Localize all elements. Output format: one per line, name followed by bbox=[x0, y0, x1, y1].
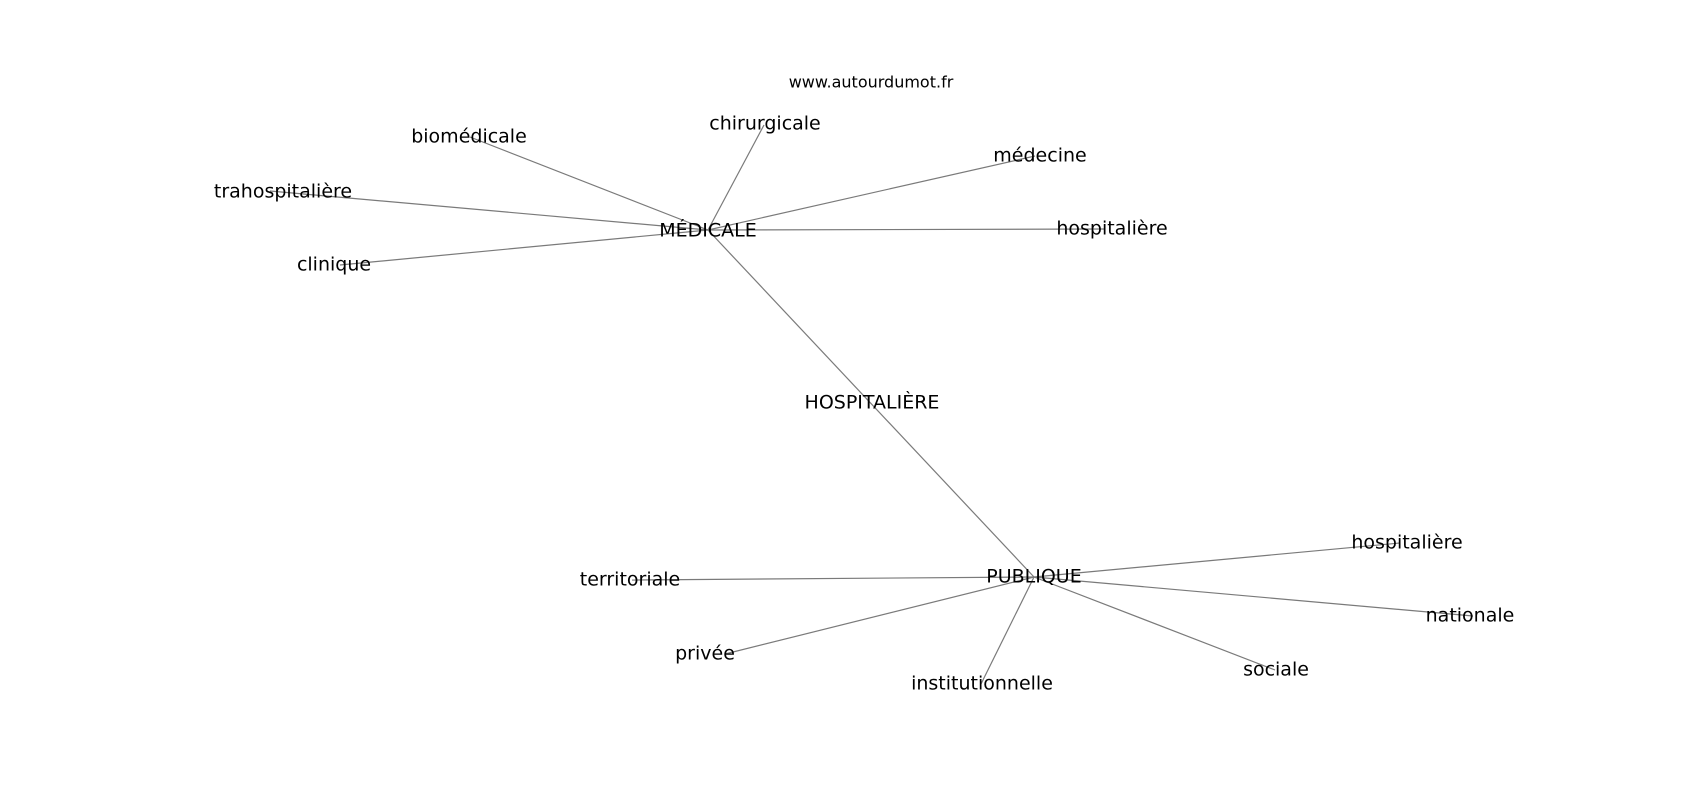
edge-medicale-chirurgicale bbox=[707, 124, 765, 231]
word-institutionnelle: institutionnelle bbox=[911, 673, 1053, 695]
edge-medicale-trahospitaliere bbox=[269, 190, 709, 231]
word-biomedicale: biomédicale bbox=[411, 126, 527, 148]
edge-publique-hospitaliere bbox=[1033, 542, 1401, 578]
hub-publique: PUBLIQUE bbox=[986, 566, 1081, 588]
edge-medicale-medecine bbox=[707, 155, 1036, 231]
edge-publique-privee bbox=[724, 576, 1035, 655]
word-sociale: sociale bbox=[1243, 659, 1309, 681]
word-territoriale: territoriale bbox=[580, 569, 680, 591]
edge-publique-nationale bbox=[1033, 576, 1474, 617]
edge-publique-territoriale bbox=[631, 576, 1035, 581]
word-trahospitaliere: trahospitalière bbox=[214, 181, 352, 203]
edge-medicale-publique bbox=[707, 229, 1035, 578]
edge-publique-institutionnelle bbox=[980, 576, 1035, 685]
edge-publique-sociale bbox=[1033, 576, 1276, 671]
word-clinique: clinique bbox=[297, 254, 371, 276]
word-privee: privée bbox=[675, 643, 735, 665]
word-hospitaliere-publique: hospitalière bbox=[1351, 532, 1462, 554]
edge-medicale-biomedicale bbox=[469, 136, 709, 231]
edge-medicale-hospitaliere bbox=[707, 228, 1106, 231]
edge-medicale-clinique bbox=[339, 229, 709, 266]
word-nationale: nationale bbox=[1426, 605, 1515, 627]
hub-medicale: MÉDICALE bbox=[659, 219, 757, 242]
center-word: HOSPITALIÈRE bbox=[805, 391, 940, 414]
word-hospitaliere-medicale: hospitalière bbox=[1056, 218, 1167, 240]
word-chirurgicale: chirurgicale bbox=[709, 113, 821, 135]
watermark-text: www.autourdumot.fr bbox=[789, 73, 954, 92]
word-medecine: médecine bbox=[993, 145, 1086, 167]
edges-publique bbox=[631, 542, 1474, 685]
edges-medicale bbox=[269, 124, 1106, 578]
